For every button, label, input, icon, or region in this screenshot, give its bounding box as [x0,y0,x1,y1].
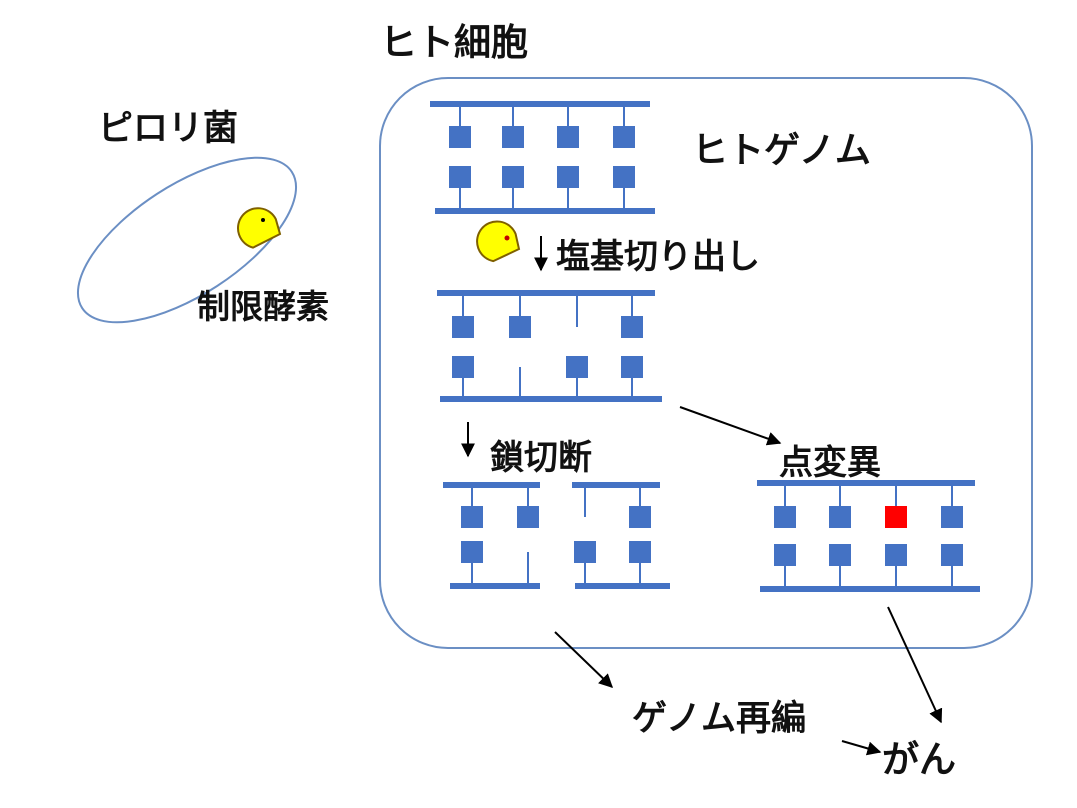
cancer-label: がん [882,738,956,781]
dna-backbone [430,101,650,107]
dna-base [452,356,474,378]
restriction-enzyme-icon [237,207,282,249]
human-cell-boundary [379,77,1033,649]
dna-base [621,316,643,338]
dna-backbone [572,482,660,488]
dna-base [941,506,963,528]
dna-base-excised [437,290,662,402]
dna-base [629,541,651,563]
arrow-to-genome-rearrangement [554,631,614,688]
dna-base [502,166,524,188]
h-pylori-label: ピロリ菌 [98,109,238,149]
dna-base [461,541,483,563]
dna-base [574,541,596,563]
dna-base [461,506,483,528]
dna-base [774,544,796,566]
dna-strand-break [443,482,670,589]
dna-base [449,166,471,188]
arrow-to-point-mutation [679,406,782,446]
dna-base [452,316,474,338]
dna-base [557,166,579,188]
dna-base [829,544,851,566]
dna-base [566,356,588,378]
strand-break-label: 鎖切断 [490,438,592,478]
dna-base [621,356,643,378]
dna-base [449,126,471,148]
dna-base [885,544,907,566]
restriction-enzyme-label: 制限酵素 [197,287,329,326]
dna-base [774,506,796,528]
h-pylori-body [76,156,298,324]
dna-base [509,316,531,338]
dna-backbone [760,586,980,592]
dna-intact [430,101,655,214]
dna-backbone [437,290,655,296]
point-mutation-label: 点変異 [779,443,881,483]
human-cell-label: ヒト細胞 [380,21,528,64]
dna-base [517,506,539,528]
dna-backbone [443,482,540,488]
base-excision-label: 塩基切り出し [556,237,760,277]
genome-rearrangement-label: ゲノム再編 [632,699,806,739]
human-genome-label: ヒトゲノム [692,130,871,171]
mutated-base [885,506,907,528]
restriction-enzyme-icon-cutting [476,220,521,263]
arrow-mutation-to-cancer [887,606,943,724]
dna-base [502,126,524,148]
dna-backbone [757,480,975,486]
dna-backbone [575,583,670,589]
dna-base [829,506,851,528]
dna-point-mutation [757,480,980,592]
dna-base [613,166,635,188]
dna-backbone [435,208,655,214]
dna-base [941,544,963,566]
dna-base [557,126,579,148]
arrow-rearrangement-to-cancer [841,740,882,756]
dna-base [613,126,635,148]
dna-backbone [440,396,662,402]
dna-base [629,506,651,528]
dna-backbone [450,583,540,589]
